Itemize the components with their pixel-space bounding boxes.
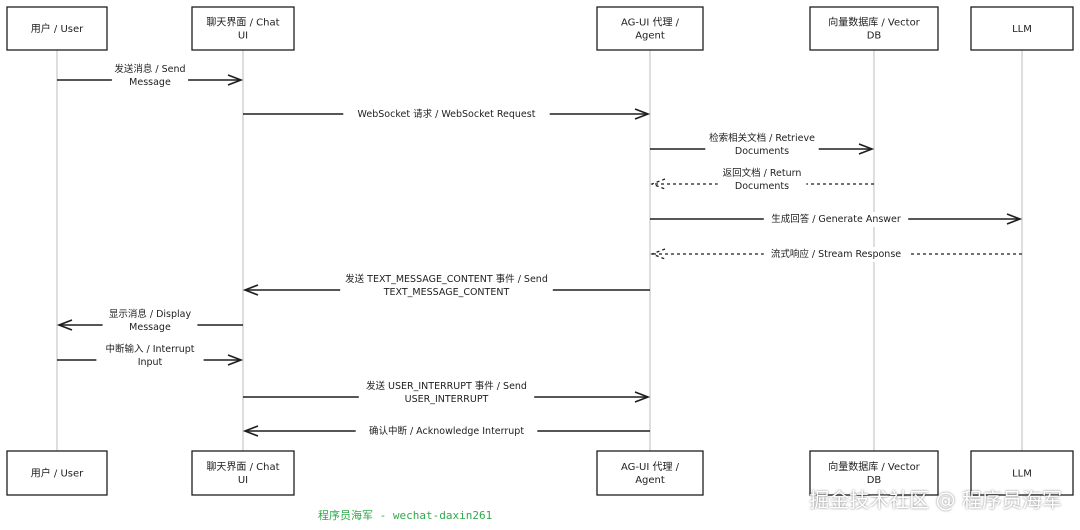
message-10: 发送 USER_INTERRUPT 事件 / SendUSER_INTERRUP…	[243, 379, 651, 407]
author-caption: 程序员海军 - wechat-daxin261	[318, 509, 493, 522]
actor-box	[970, 6, 1074, 51]
actor-label: 向量数据库 / Vector	[828, 16, 920, 29]
actor-box	[6, 6, 108, 51]
actor-llm-top: LLM	[970, 6, 1074, 51]
actor-box	[596, 450, 704, 496]
message-label: Message	[129, 77, 171, 88]
actor-box	[191, 6, 295, 51]
label-background	[340, 272, 553, 300]
actor-label: 向量数据库 / Vector	[828, 460, 920, 473]
actor-label: 聊天界面 / Chat	[206, 460, 279, 473]
message-6: 流式响应 / Stream Response	[650, 247, 1022, 262]
message-label: 检索相关文档 / Retrieve	[709, 132, 815, 144]
arrowhead-icon	[858, 143, 875, 155]
arrowhead-icon	[227, 354, 244, 366]
actor-label: AG-UI 代理 /	[621, 17, 680, 29]
actor-label: LLM	[1012, 24, 1032, 35]
actor-label: 用户 / User	[31, 22, 84, 35]
label-background	[343, 107, 550, 122]
message-7: 发送 TEXT_MESSAGE_CONTENT 事件 / SendTEXT_ME…	[242, 272, 650, 300]
actor-label: UI	[238, 31, 248, 42]
juejin-watermark: 掘金技术社区 @ 程序员海军	[809, 488, 1062, 512]
arrowhead-icon	[634, 391, 651, 403]
arrowhead-icon	[56, 319, 73, 331]
actor-box	[970, 450, 1074, 496]
actor-agent-bottom: AG-UI 代理 / Agent	[596, 450, 704, 496]
message-label: 显示消息 / Display	[109, 308, 192, 320]
label-background	[763, 212, 909, 227]
actor-box	[809, 450, 939, 496]
message-label: Documents	[735, 146, 789, 157]
message-11: 确认中断 / Acknowledge Interrupt	[242, 424, 650, 439]
label-background	[358, 379, 535, 407]
label-background	[717, 166, 807, 194]
message-label: 发送 TEXT_MESSAGE_CONTENT 事件 / Send	[345, 273, 548, 285]
actor-label: AG-UI 代理 /	[621, 461, 680, 473]
message-label: 发送消息 / Send	[114, 63, 185, 75]
message-label: 流式响应 / Stream Response	[771, 248, 901, 260]
message-label: 中断输入 / Interrupt	[105, 343, 194, 355]
arrowhead-icon	[242, 425, 259, 437]
actor-box	[191, 450, 295, 496]
actor-label: LLM	[1012, 469, 1032, 480]
arrowhead-icon	[634, 108, 651, 120]
arrowhead-icon	[1006, 213, 1023, 225]
arrowhead-icon	[242, 284, 259, 296]
actor-label: Agent	[635, 31, 665, 42]
label-background	[96, 342, 204, 370]
message-label: 发送 USER_INTERRUPT 事件 / Send	[366, 380, 527, 392]
actor-agent-top: AG-UI 代理 / Agent	[596, 6, 704, 51]
actor-label: UI	[238, 475, 248, 486]
message-label: TEXT_MESSAGE_CONTENT	[383, 287, 510, 298]
arrowhead-icon	[227, 74, 244, 86]
actor-box	[596, 6, 704, 51]
message-label: USER_INTERRUPT	[405, 394, 489, 405]
actor-label: DB	[867, 475, 882, 486]
message-5: 生成回答 / Generate Answer	[650, 212, 1023, 227]
message-label: WebSocket 请求 / WebSocket Request	[358, 108, 536, 120]
message-label: Documents	[735, 181, 789, 192]
message-label: 生成回答 / Generate Answer	[771, 213, 901, 225]
message-2: WebSocket 请求 / WebSocket Request	[243, 107, 651, 122]
actor-label: DB	[867, 31, 882, 42]
label-background	[705, 131, 819, 159]
actor-user-top: 用户 / User	[6, 6, 108, 51]
actor-llm-bottom: LLM	[970, 450, 1074, 496]
actor-box	[6, 450, 108, 496]
label-background	[102, 307, 198, 335]
actor-label: Agent	[635, 475, 665, 486]
arrowhead-icon	[650, 178, 666, 190]
message-label: Message	[129, 322, 171, 333]
message-label: 返回文档 / Return	[723, 167, 802, 179]
actor-user-bottom: 用户 / User	[6, 450, 108, 496]
label-background	[763, 247, 909, 262]
message-label: Input	[138, 357, 163, 368]
label-background	[355, 424, 538, 439]
actor-label: 用户 / User	[31, 467, 84, 480]
label-background	[111, 62, 189, 90]
message-label: 确认中断 / Acknowledge Interrupt	[369, 425, 524, 437]
actor-label: 聊天界面 / Chat	[206, 16, 279, 29]
arrowhead-icon	[650, 248, 666, 260]
actor-box	[809, 6, 939, 51]
